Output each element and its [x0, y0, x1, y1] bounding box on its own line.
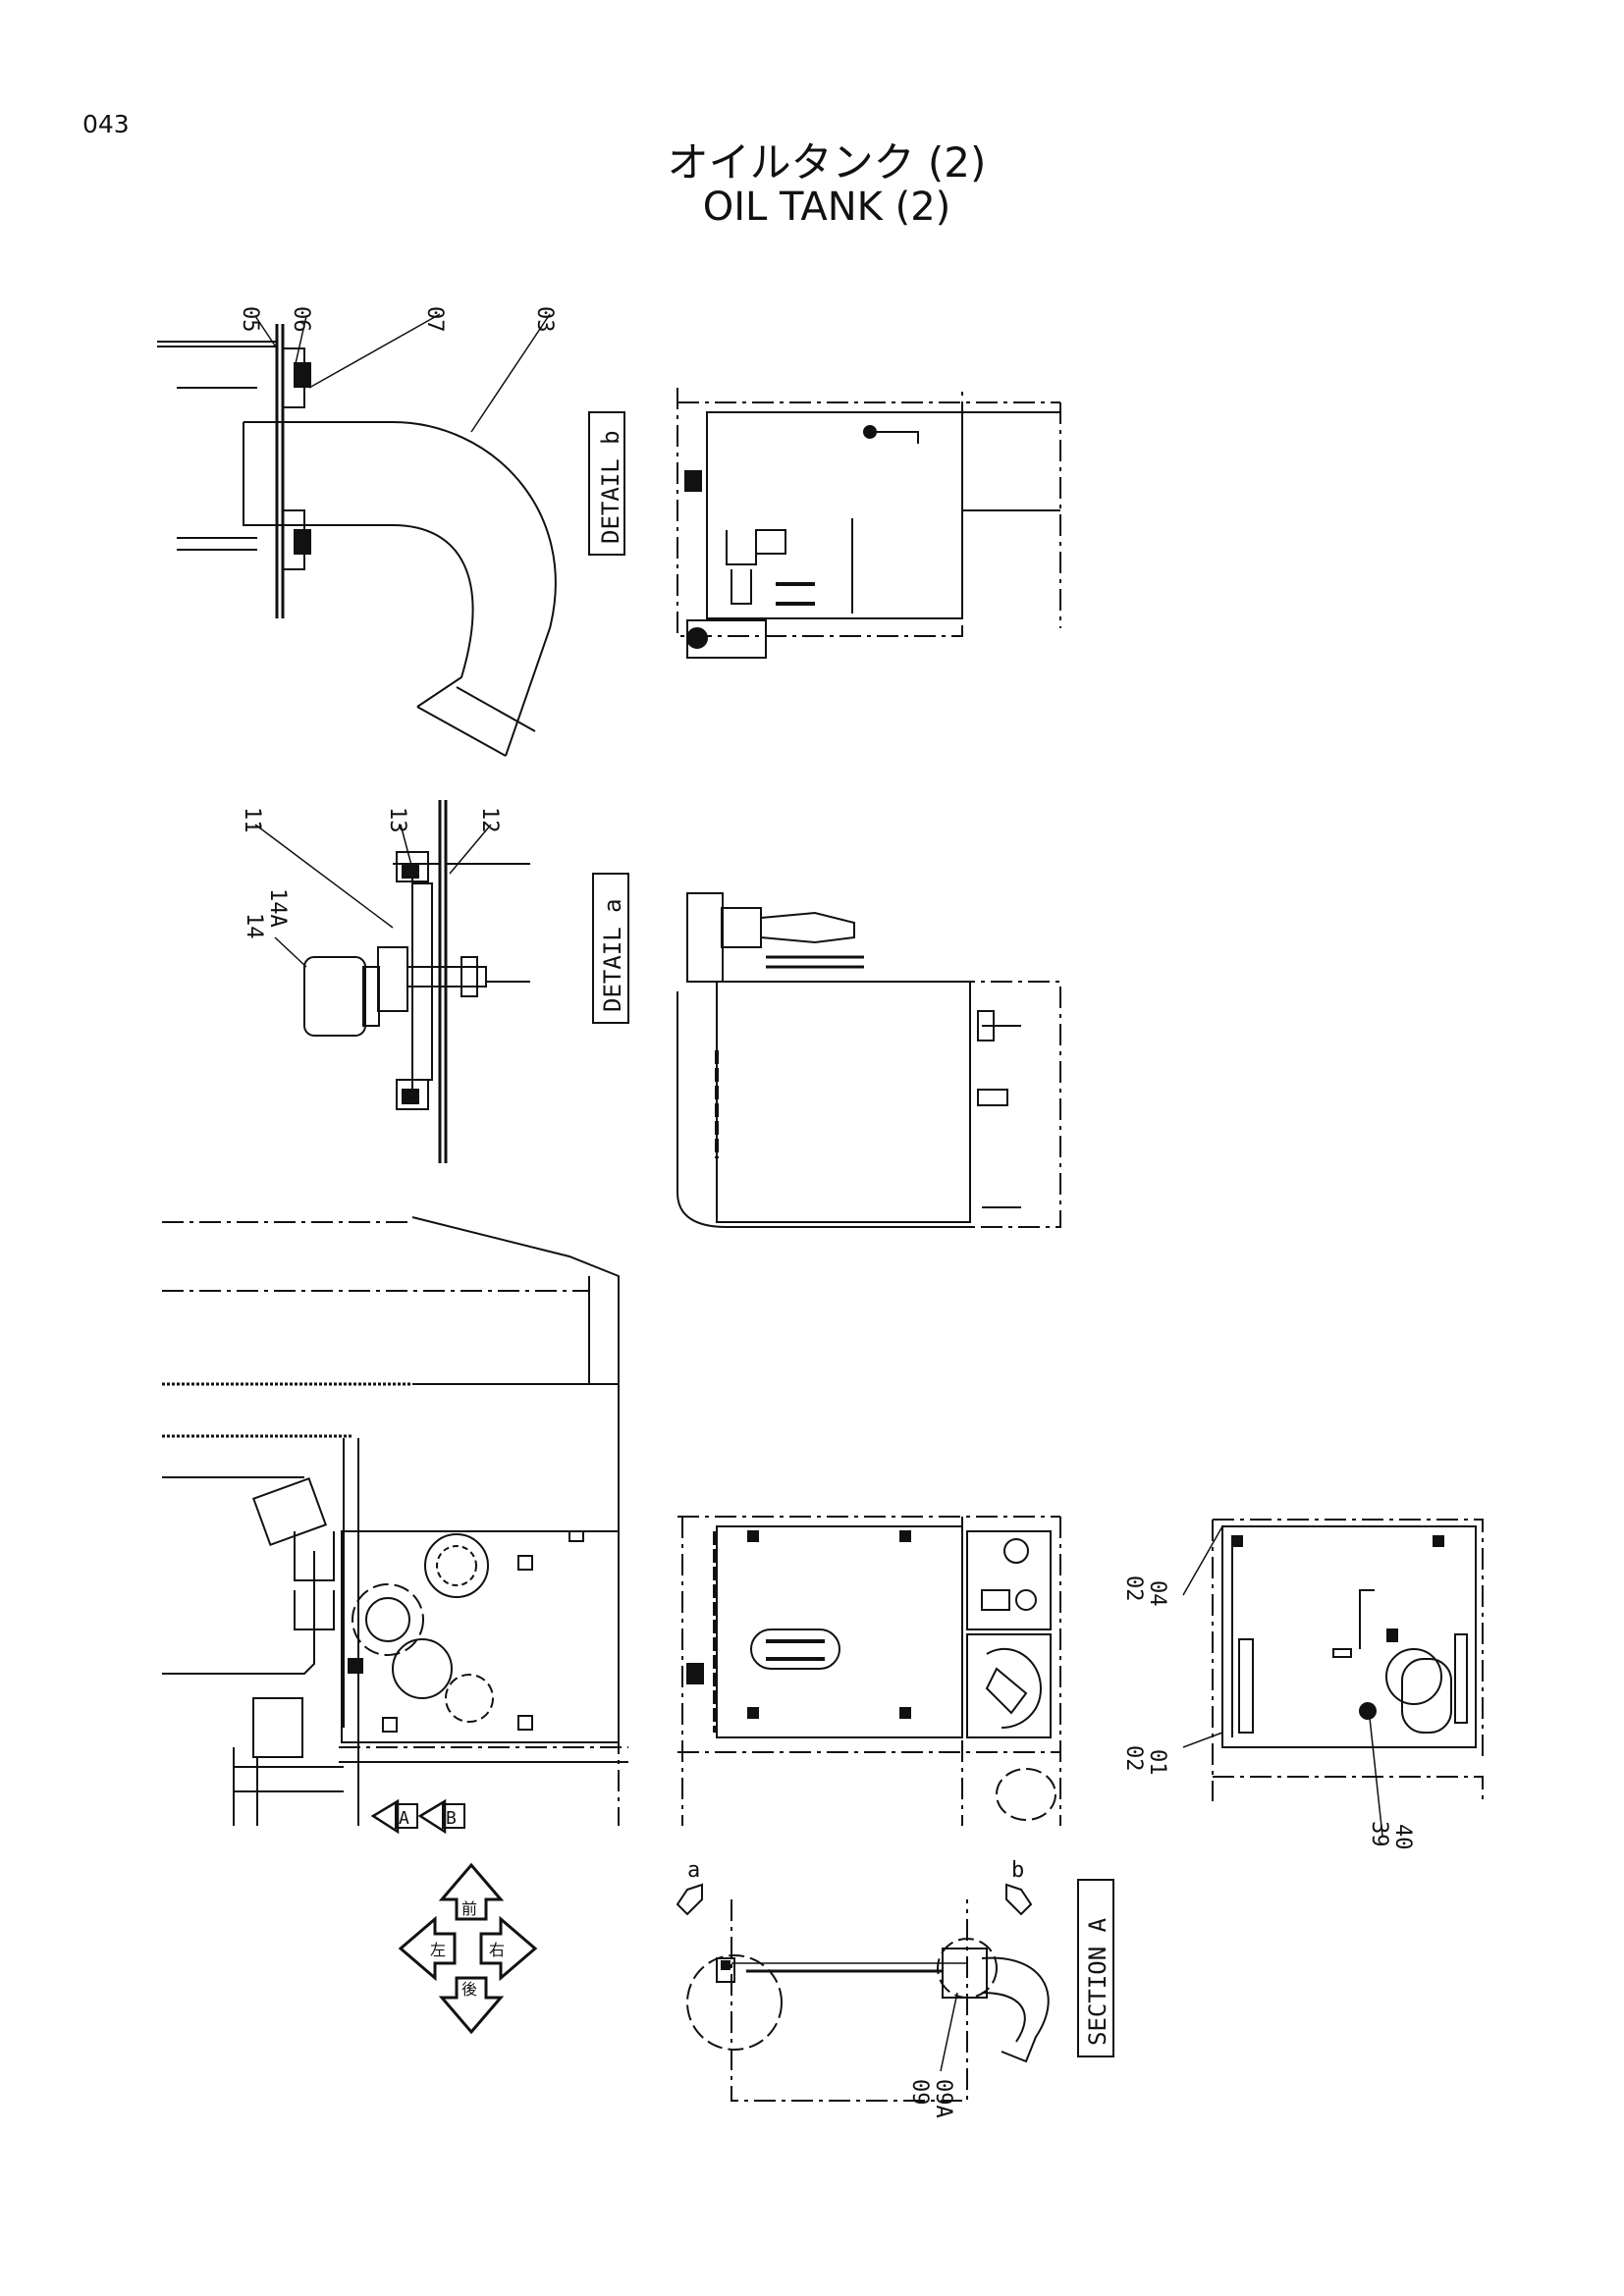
tank-view-bottom-right: [1182, 1519, 1484, 1837]
callout-09a: 09A: [931, 2079, 955, 2118]
callout-06: 06: [289, 306, 313, 333]
section-arrow-b-label: b: [1011, 1858, 1024, 1883]
compass-right: 右: [489, 1941, 505, 1959]
view-arrow-b-label: B: [446, 1808, 457, 1829]
callout-11: 11: [240, 807, 264, 833]
callout-39: 39: [1367, 1821, 1391, 1847]
callout-04: 04: [1145, 1580, 1169, 1607]
compass-rear: 後: [461, 1980, 477, 1999]
callout-09: 09: [907, 2079, 932, 2106]
page-number: 043: [82, 110, 130, 138]
callout-02-lower: 02: [1121, 1745, 1146, 1772]
tank-view-middle: [677, 892, 1061, 1228]
title-english: OIL TANK (2): [702, 185, 951, 230]
callout-07: 07: [422, 306, 447, 333]
callout-12: 12: [477, 807, 502, 833]
direction-compass: [398, 1862, 538, 2035]
callout-13: 13: [385, 807, 409, 833]
section-arrow-a-label: a: [687, 1858, 700, 1883]
detail-b-label: DETAIL b: [597, 430, 624, 544]
machine-side-view: [162, 1216, 628, 1826]
section-a-label: SECTION A: [1084, 1917, 1111, 2046]
section-a-view: [676, 1883, 1050, 2102]
title-japanese: オイルタンク (2): [667, 138, 987, 187]
view-arrows-ab: [370, 1798, 465, 1835]
callout-14: 14: [242, 913, 266, 939]
view-arrow-a-label: A: [399, 1808, 409, 1829]
callout-40: 40: [1390, 1824, 1415, 1850]
detail-a-label: DETAIL a: [599, 898, 626, 1012]
callout-01: 01: [1145, 1749, 1169, 1776]
callout-03: 03: [532, 306, 557, 333]
detail-b-pipe-section: [157, 313, 557, 757]
callout-02-upper: 02: [1121, 1575, 1146, 1602]
callout-05: 05: [238, 306, 262, 333]
compass-front: 前: [461, 1899, 477, 1918]
tank-view-bottom-middle: [677, 1516, 1061, 1826]
callout-14a: 14A: [265, 888, 290, 928]
tank-view-top: [677, 388, 1061, 659]
compass-left: 左: [430, 1941, 446, 1959]
detail-a-section: [254, 800, 530, 1163]
